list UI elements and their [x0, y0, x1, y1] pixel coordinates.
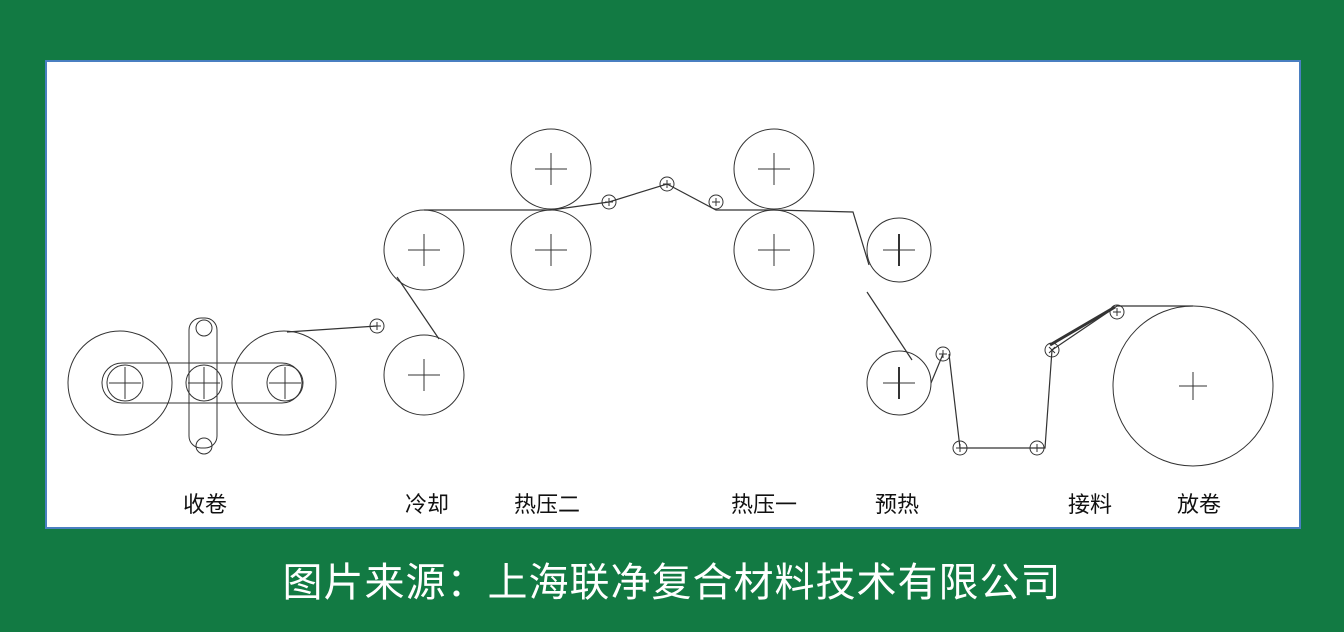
- label-preheat: 预热: [874, 493, 920, 518]
- label-winding: 收卷: [182, 493, 228, 518]
- image-source-caption: 图片来源：上海联净复合材料技术有限公司: [282, 560, 1062, 606]
- guide-rollers-icon: [369, 176, 1125, 456]
- label-unwind: 放卷: [1176, 493, 1222, 518]
- unwind-roll-icon: [1112, 305, 1274, 467]
- preheat-rollers-icon: [866, 217, 932, 416]
- winding-turret-icon: [67, 317, 337, 455]
- laminating-process-diagram: [67, 128, 1274, 467]
- label-cooling: 冷却: [404, 493, 450, 518]
- cooling-rollers-icon: [383, 209, 465, 416]
- label-hot-press-1: 热压一: [730, 493, 798, 518]
- diagram-panel: 收卷 冷却 热压二 热压一 预热 接料 放卷: [45, 60, 1301, 529]
- web-path: [286, 183, 1193, 449]
- label-hot-press-2: 热压二: [513, 493, 581, 518]
- label-splice: 接料: [1067, 493, 1113, 518]
